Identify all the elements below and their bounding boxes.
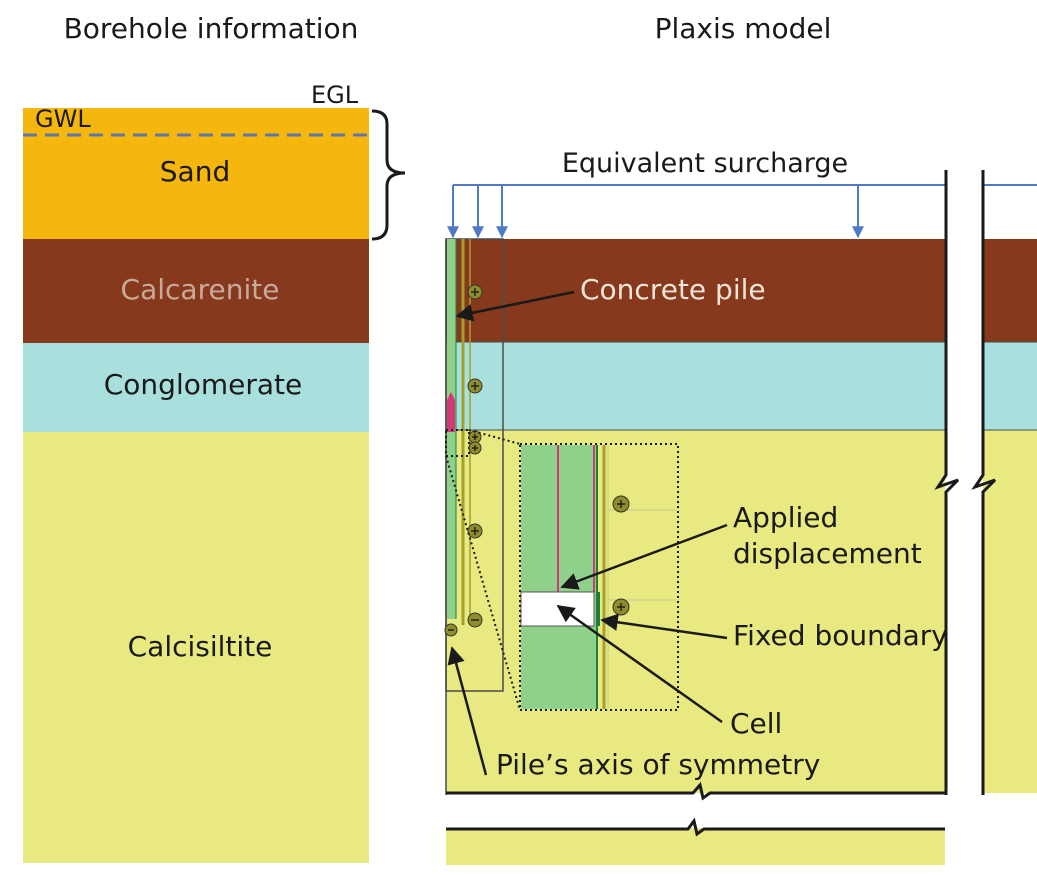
surcharge-load xyxy=(447,184,1037,239)
break-line-left xyxy=(934,170,960,795)
borehole-column: GWL EGL Sand Calcarenite Conglomerate Ca… xyxy=(23,81,406,863)
displacement-marker xyxy=(447,392,455,432)
bottom-break-2 xyxy=(446,817,945,837)
calcisiltite-layer xyxy=(23,432,369,863)
cell xyxy=(520,591,595,627)
bottom-break-1 xyxy=(446,781,945,801)
gwl-label: GWL xyxy=(35,105,91,133)
slice-calcisiltite xyxy=(983,430,1037,793)
surcharge-label: Equivalent surcharge xyxy=(562,148,848,179)
axis-label: Pile’s axis of symmetry xyxy=(496,748,820,781)
cell-label: Cell xyxy=(730,707,782,740)
calcarenite-layer xyxy=(23,239,369,343)
pile-region xyxy=(445,238,504,692)
slice-calcarenite xyxy=(983,239,1037,342)
applied-label-2: displacement xyxy=(733,537,922,570)
egl-label: EGL xyxy=(311,81,359,109)
zoom-detail xyxy=(519,443,679,711)
calcarenite-label: Calcarenite xyxy=(121,273,280,306)
break-line-right xyxy=(971,170,997,795)
concrete-pile-label: Concrete pile xyxy=(580,273,766,306)
conglomerate-layer xyxy=(23,343,369,432)
fixed-boundary-label: Fixed boundary xyxy=(733,619,948,652)
borehole-heading: Borehole information xyxy=(64,12,359,45)
sand-label: Sand xyxy=(160,155,230,188)
slice-conglomerate xyxy=(983,342,1037,430)
node-symbols xyxy=(444,284,483,637)
sand-layer xyxy=(23,108,369,239)
calcisiltite-label: Calcisiltite xyxy=(128,630,273,663)
applied-label-1: Applied xyxy=(733,501,838,534)
curly-brace xyxy=(371,109,406,241)
plaxis-model: Equivalent surcharge Concrete pile Appli… xyxy=(444,148,1037,865)
zoom-source-box xyxy=(445,429,470,457)
model-conglomerate xyxy=(446,342,945,430)
conglomerate-label: Conglomerate xyxy=(104,368,303,401)
plaxis-heading: Plaxis model xyxy=(655,12,832,45)
model-calcarenite xyxy=(446,239,945,342)
